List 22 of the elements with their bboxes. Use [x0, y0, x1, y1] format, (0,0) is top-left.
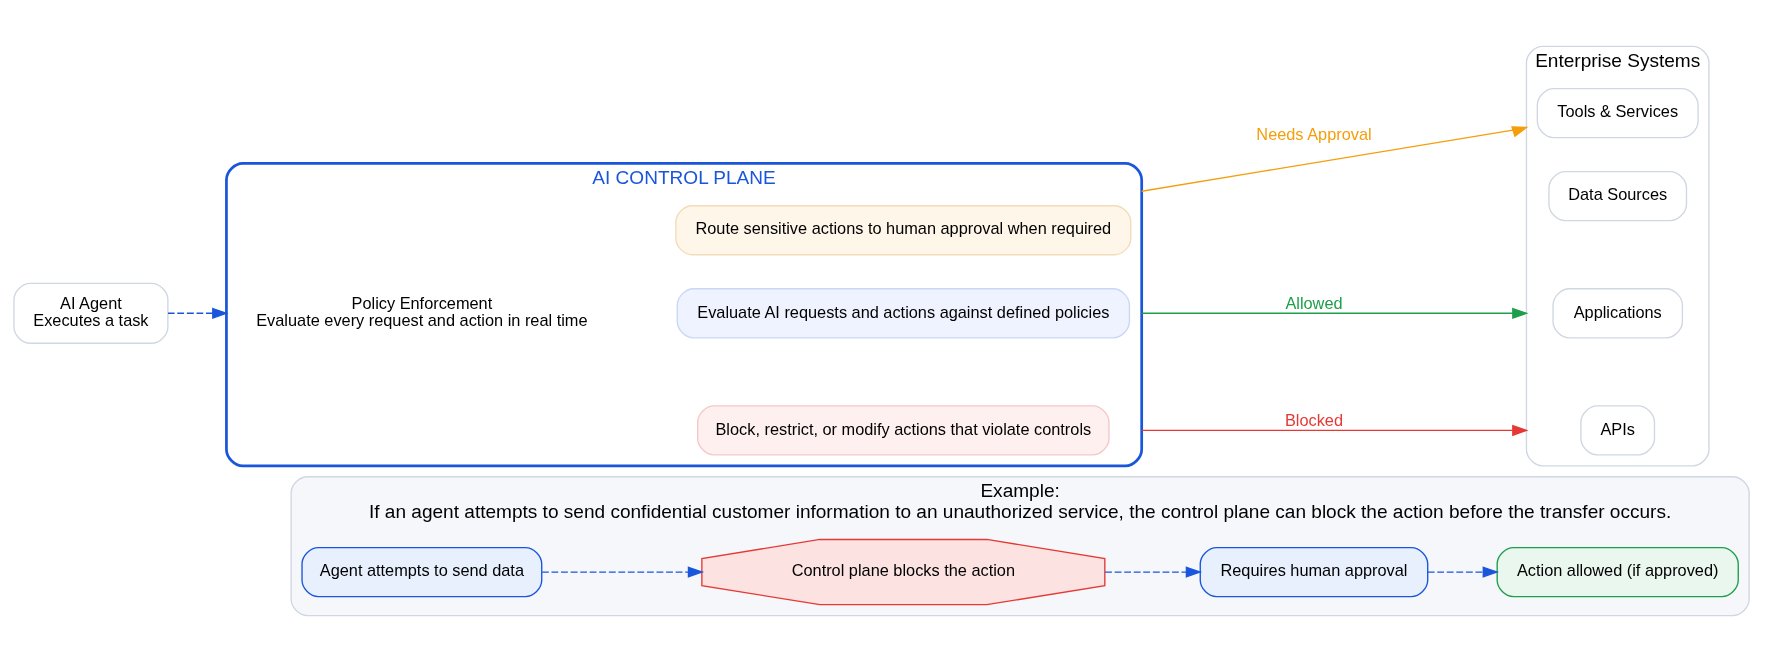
arrow: [1141, 424, 1529, 437]
node-box: Applications: [1552, 288, 1684, 339]
node-box: APIs: [1580, 405, 1656, 456]
arrow: [1427, 566, 1499, 578]
node-box: Route sensitive actions to human approval when required: [675, 205, 1132, 256]
edge-label: Needs Approval: [1256, 124, 1372, 143]
node-box: Tools & Services: [1536, 87, 1699, 139]
node-box: Agent attempts to send data: [301, 546, 543, 598]
node-box: Requires human approval: [1199, 546, 1429, 598]
node-box: AI Agent Executes a task: [13, 282, 169, 344]
edge-label: Allowed: [1285, 293, 1343, 312]
node-box: Action allowed (if approved): [1496, 546, 1739, 598]
node-text: Policy Enforcement Evaluate every request and action in real time: [256, 293, 588, 330]
edge-label: Blocked: [1284, 410, 1344, 429]
arrow: [1104, 566, 1203, 578]
arrow: [541, 566, 705, 578]
node-box: Data Sources: [1548, 170, 1688, 222]
node-box: Block, restrict, or modify actions that violate controls: [697, 405, 1110, 456]
arrow: [1141, 126, 1529, 192]
node-box: Evaluate AI requests and actions against defined policies: [676, 288, 1131, 339]
arrow: [167, 307, 229, 319]
arrow: [1141, 307, 1529, 319]
